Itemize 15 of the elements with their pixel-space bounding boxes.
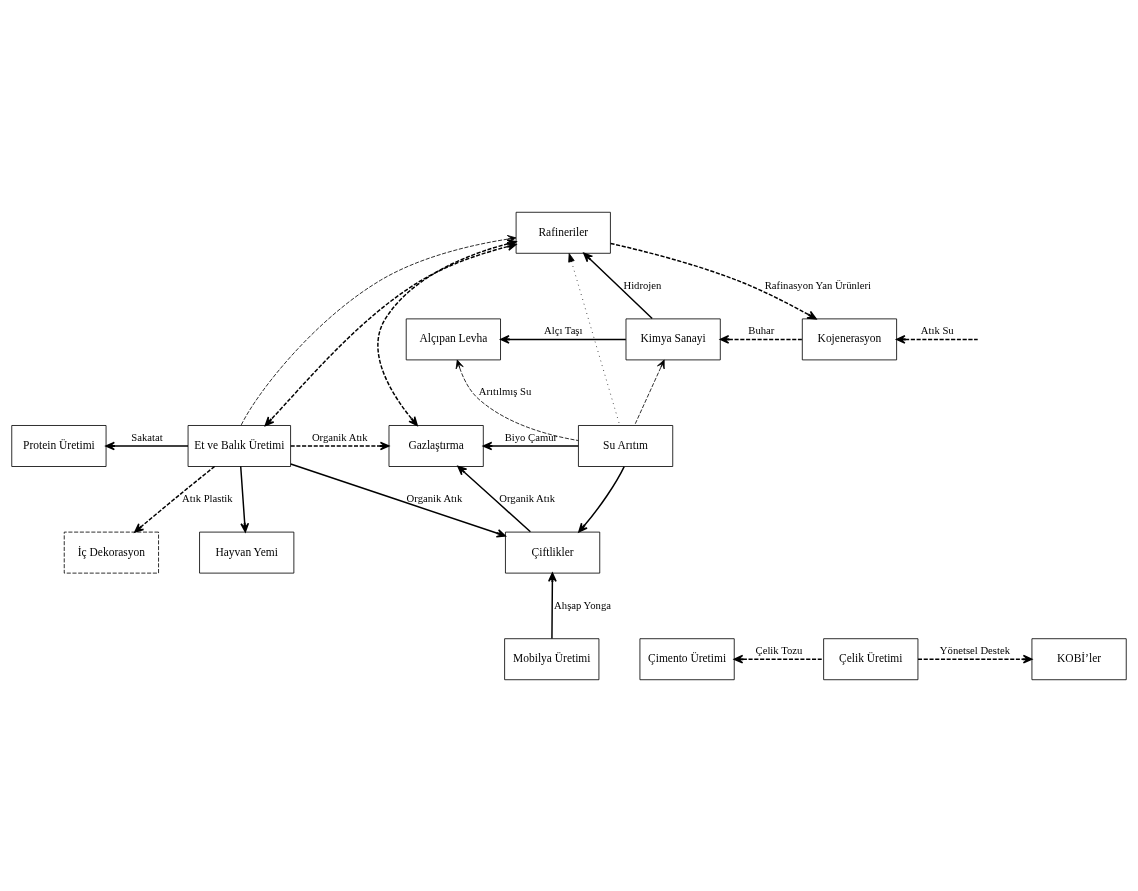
edge-label: Buhar xyxy=(748,324,775,336)
edge-label: Atık Plastik xyxy=(182,492,233,504)
edge-label: Atık Su xyxy=(920,324,954,336)
edge-label: Arıtılmış Su xyxy=(478,385,532,397)
edge-label: Organik Atık xyxy=(311,431,368,443)
edge-label: Sakatat xyxy=(131,431,163,443)
edge-label: Ahşap Yonga xyxy=(554,599,611,611)
edge-label: Alçı Taşı xyxy=(544,324,583,336)
edge-label: Yönetsel Destek xyxy=(939,644,1010,656)
edge-label: Biyo Çamur xyxy=(504,431,558,443)
edge-label: Organik Atık xyxy=(406,492,463,504)
edge-label: Çelik Tozu xyxy=(755,644,803,656)
edge-label: Rafinasyon Yan Ürünleri xyxy=(764,279,872,291)
edge-label: Hidrojen xyxy=(623,279,662,291)
edge-label: Organik Atık xyxy=(499,492,556,504)
